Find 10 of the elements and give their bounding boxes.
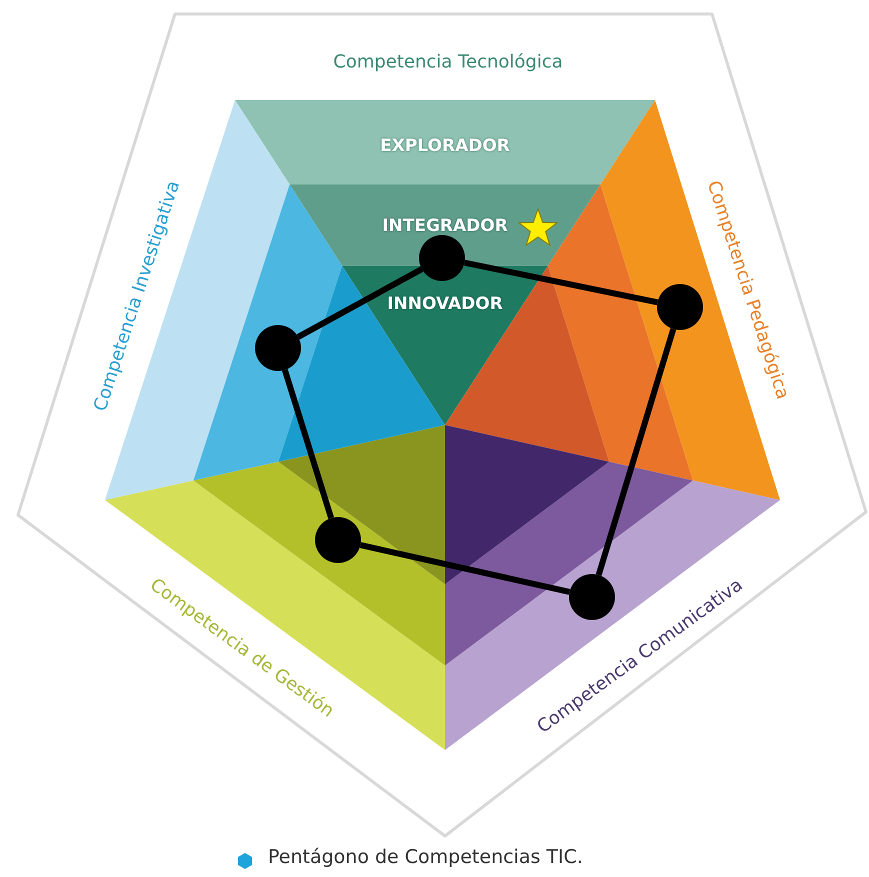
connector-line — [596, 328, 676, 576]
caption: Pentágono de Competencias TIC. — [268, 846, 583, 868]
competency-label: Competencia Tecnológica — [333, 52, 563, 72]
connector-line — [296, 266, 424, 340]
connector-line — [282, 369, 334, 519]
level-label: INTEGRADOR — [382, 216, 508, 236]
connector-line — [360, 542, 570, 595]
level-label: EXPLORADOR — [380, 136, 510, 156]
level-label: INNOVADOR — [387, 294, 503, 314]
connector-line — [464, 260, 658, 306]
